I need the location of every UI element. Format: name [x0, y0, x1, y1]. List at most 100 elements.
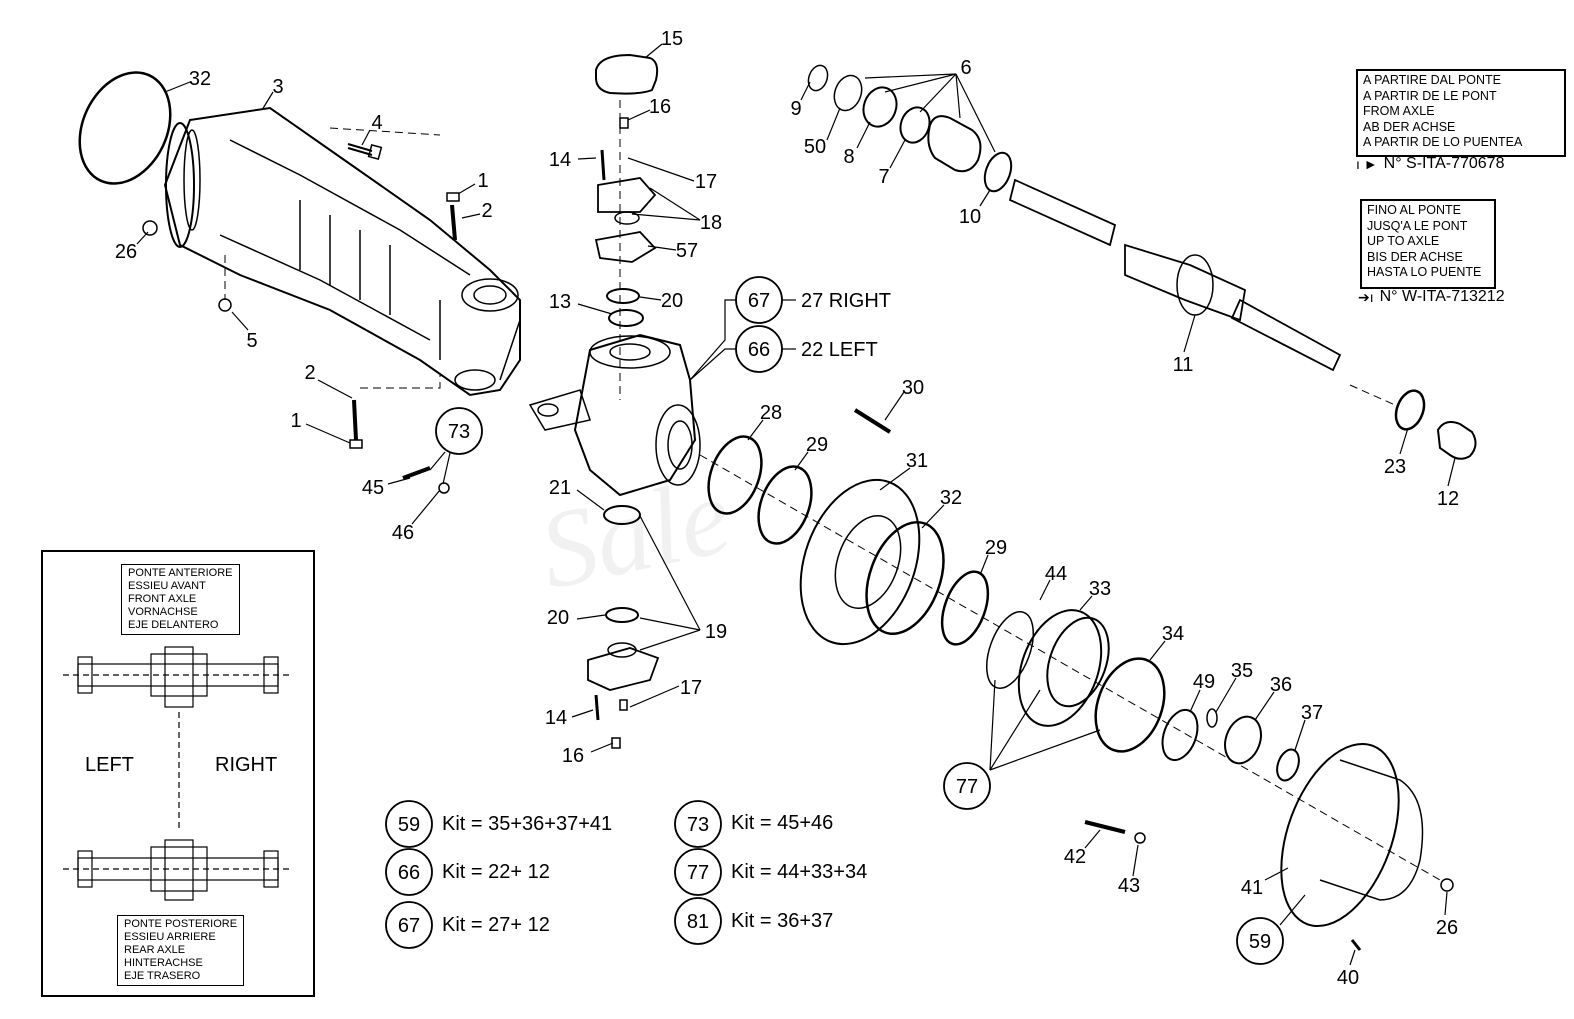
from-axle-line: A PARTIR DE LE PONT: [1363, 88, 1497, 103]
part-label-p20b: 20: [547, 607, 569, 629]
front-axle-sketch: [63, 646, 293, 708]
up-to-axle-line: UP TO AXLE: [1367, 234, 1440, 248]
part-label-p1a: 1: [477, 170, 488, 192]
nut-43: [1134, 832, 1146, 844]
from-axle-serial-text: N° S-ITA-770678: [1383, 155, 1505, 172]
front-axle-line: ESSIEU AVANT: [128, 580, 206, 592]
kit-circle-59: [385, 800, 433, 848]
circlip-35: [1206, 708, 1218, 728]
kit-number-73: 73: [687, 814, 709, 836]
callout-text-66: 22 LEFT: [801, 339, 878, 361]
rear-axle-sketch: [63, 839, 293, 901]
part-label-p19: 19: [705, 621, 727, 643]
from-axle-line: AB DER ACHSE: [1363, 119, 1456, 134]
rear-axle-line: ESSIEU ARRIERE: [124, 931, 216, 943]
center-lines: [224, 100, 1441, 881]
up-to-axle-line: HASTA LO PUENTE: [1367, 265, 1482, 279]
plug-26-left: [142, 220, 158, 236]
part-label-p18: 18: [700, 212, 722, 234]
part-label-p8: 8: [843, 146, 854, 168]
part-label-p40: 40: [1337, 967, 1359, 989]
bearing-29-outer: [940, 570, 990, 646]
part-label-p57: 57: [676, 240, 698, 262]
seal-28: [707, 435, 763, 515]
rear-axle-line: PONTE POSTERIORE: [124, 918, 238, 930]
kit-number-59: 59: [398, 814, 420, 836]
callout-circle-59: [1236, 917, 1284, 965]
seal-23: [1394, 389, 1426, 431]
part-label-p29b: 29: [985, 537, 1007, 559]
washer-49: [1161, 708, 1199, 762]
kit-circle-73: [674, 800, 722, 848]
bearing-21: [603, 505, 641, 525]
kit-73-text: Kit = 45+46: [731, 812, 834, 834]
part-label-p2a: 2: [481, 200, 492, 222]
kit-59-text: Kit = 35+36+37+41: [442, 813, 613, 835]
part-label-p36: 36: [1270, 674, 1292, 696]
part-label-p14a: 14: [549, 149, 571, 171]
up-to-axle-serial: ➔ı N° W-ITA-713212: [1358, 288, 1505, 306]
part-label-p32b: 32: [940, 487, 962, 509]
part-label-p16b: 16: [562, 745, 584, 767]
cover-18: [597, 177, 657, 213]
grease-nipple-16-top: [619, 117, 629, 129]
nut-1-lower: [349, 439, 363, 449]
seal-18: [614, 211, 640, 225]
callout-circle-77: [943, 762, 991, 810]
rear-axle-label: PONTE POSTERIORE ESSIEU ARRIERE REAR AXL…: [117, 915, 245, 986]
kit-number-67: 67: [398, 915, 420, 937]
part-label-p41: 41: [1241, 877, 1263, 899]
kit-77-text: Kit = 44+33+34: [731, 861, 868, 883]
left-label: LEFT: [85, 754, 134, 776]
o-ring-20-bottom: [605, 607, 639, 623]
stud-42: [1084, 820, 1126, 834]
kit-number-77: 77: [687, 862, 709, 884]
part-label-p11: 11: [1173, 354, 1194, 376]
kit-number-66: 66: [398, 862, 420, 884]
grease-nipple-16-bottom: [611, 737, 621, 749]
ring-50: [833, 74, 863, 112]
from-axle-line: A PARTIRE DAL PONTE: [1363, 73, 1502, 87]
plug-26-right: [1440, 878, 1454, 892]
part-label-p49: 49: [1193, 671, 1215, 693]
part-label-p5: 5: [246, 330, 257, 352]
part-label-p35: 35: [1231, 660, 1253, 682]
kit-circle-77: [674, 848, 722, 896]
part-label-p23: 23: [1384, 456, 1406, 478]
bushing-6: [927, 115, 982, 173]
leader-lines: [136, 43, 1456, 966]
part-label-p15: 15: [661, 28, 683, 50]
part-label-p17b: 17: [680, 677, 702, 699]
axle-orientation-inset: PONTE ANTERIORE ESSIEU AVANT FRONT AXLE …: [41, 550, 315, 997]
kit-67-text: Kit = 27+ 12: [442, 914, 550, 936]
part-label-p26a: 26: [115, 241, 137, 263]
from-axle-line: FROM AXLE: [1363, 104, 1435, 118]
up-to-axle-serial-text: N° W-ITA-713212: [1379, 288, 1505, 305]
up-to-axle-line: BIS DER ACHSE: [1367, 249, 1463, 264]
front-axle-line: VORNACHSE: [128, 606, 198, 618]
callout-circle-73: [435, 407, 483, 455]
cap-15: [595, 53, 659, 95]
part-label-p43: 43: [1118, 875, 1140, 897]
part-label-p7: 7: [878, 166, 889, 188]
o-ring-32: [78, 71, 172, 185]
hub-31: [799, 478, 921, 646]
callout-text-67: 27 RIGHT: [801, 290, 891, 312]
callout-number-67: 67: [748, 290, 770, 312]
circlip-9: [807, 64, 829, 92]
axle-sketches: [63, 646, 293, 901]
bottom-seal: [607, 642, 637, 658]
part-label-p21: 21: [549, 477, 571, 499]
kit-circle-81: [674, 897, 722, 945]
drive-shaft-11: [1008, 178, 1342, 372]
axle-housing: [163, 106, 521, 397]
part-label-p1b: 1: [290, 410, 301, 432]
shim-57: [594, 231, 657, 263]
callout-circle-67: [735, 276, 783, 324]
part-label-p30: 30: [902, 377, 924, 399]
gear-37: [1276, 748, 1300, 782]
part-label-p2b: 2: [304, 362, 315, 384]
part-label-p31: 31: [906, 450, 928, 472]
